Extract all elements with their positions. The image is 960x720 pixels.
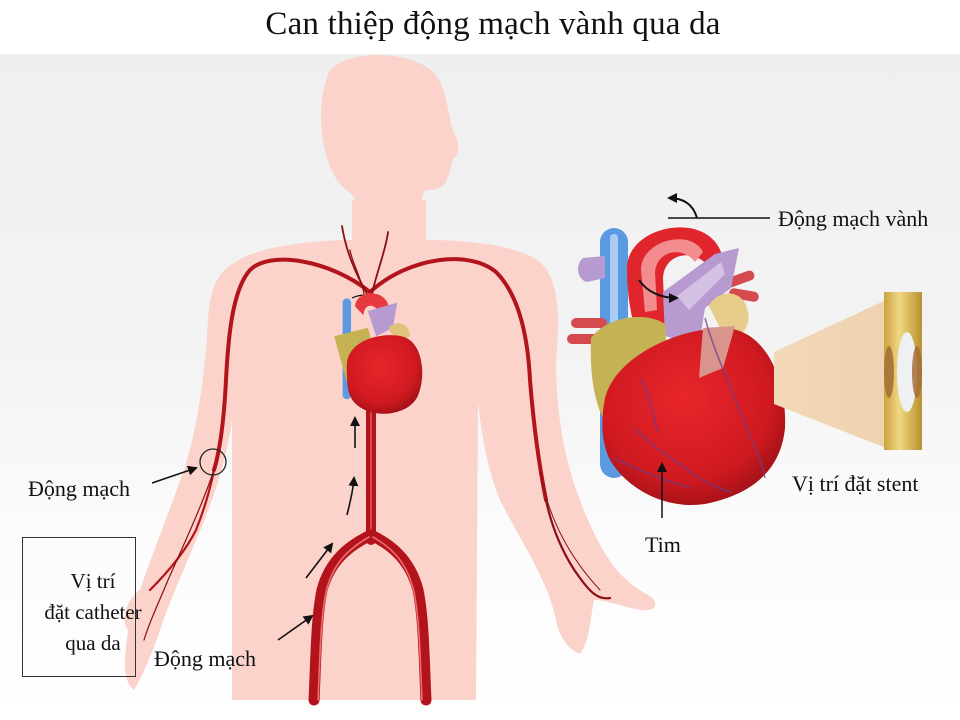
stent-vessel xyxy=(884,292,922,450)
body-silhouette xyxy=(124,55,656,700)
artery-network xyxy=(143,225,612,706)
pointer-lines xyxy=(151,217,770,518)
artery-arm-label: Động mạch xyxy=(28,476,131,501)
large-heart xyxy=(567,193,786,505)
small-heart xyxy=(334,293,423,414)
flow-arrow-icon xyxy=(305,542,334,579)
title-band xyxy=(0,0,960,54)
page-title: Can thiệp động mạch vành qua da xyxy=(265,6,721,42)
catheter-line-2: đặt catheter xyxy=(44,600,142,624)
flow-arrow-icon xyxy=(277,614,314,641)
stent-site-label: Vị trí đặt stent xyxy=(792,471,919,496)
puncture-site-circle xyxy=(199,448,227,476)
flow-arrow-icon xyxy=(346,476,359,516)
heart-label: Tim xyxy=(645,532,681,557)
catheter-line-3: qua da xyxy=(65,631,121,655)
coronary-artery-label: Động mạch vành xyxy=(778,206,929,231)
catheter-line-1: Vị trí xyxy=(70,569,116,593)
artery-groin-label: Động mạch xyxy=(154,646,257,671)
magnify-beam xyxy=(774,300,886,448)
catheter-site-box: Vị trí đặt catheter qua da xyxy=(22,537,142,677)
catheter-site-text: Vị trí đặt catheter qua da xyxy=(23,566,163,659)
